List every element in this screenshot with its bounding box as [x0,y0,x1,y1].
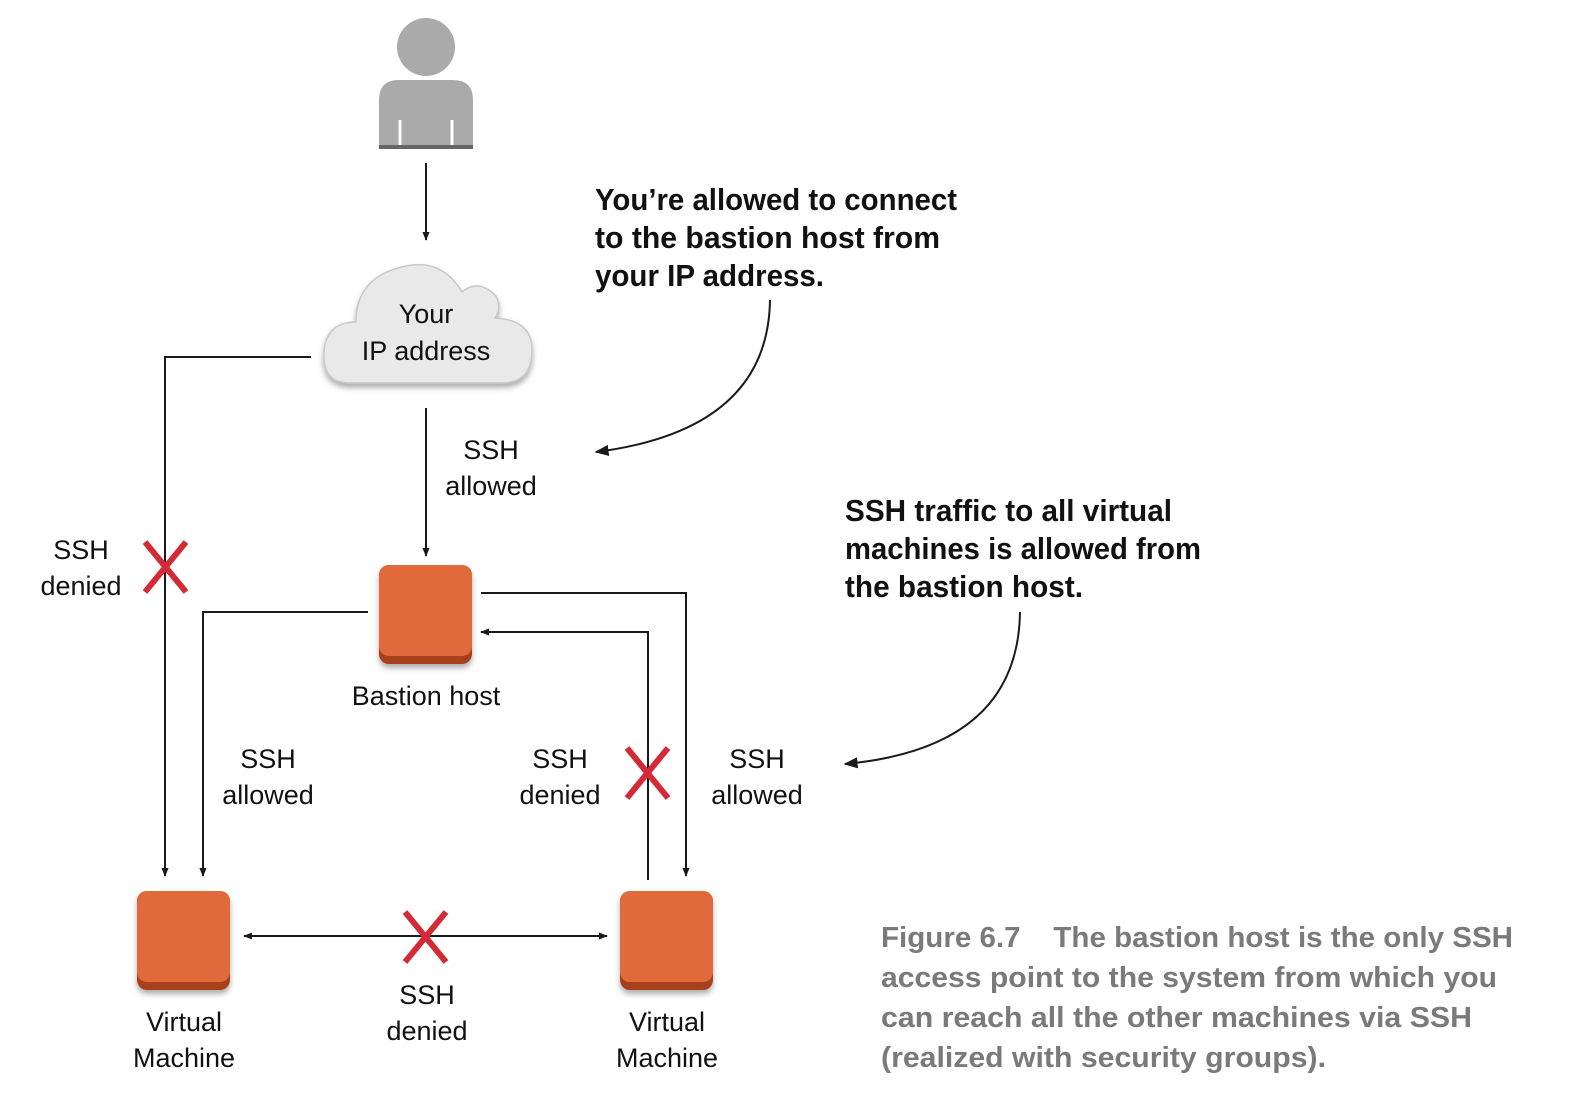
user-icon [379,18,473,149]
callout-right-line3: the bastion host. [845,569,1083,604]
vm-left-label-line1: Virtual [146,1007,222,1037]
cloud-label-line2: IP address [362,336,491,366]
callout-right-pointer [843,611,1021,769]
bastion-to-vm-left-arrow [199,611,368,877]
cloud-label-line1: Your [399,299,454,329]
figure-caption-line3: can reach all the other machines via SSH [881,1002,1472,1034]
link-label: denied [40,571,121,601]
link-label: allowed [445,471,537,501]
vm-right-to-bastion-arrow [480,628,649,880]
figure-caption-line2: access point to the system from which yo… [881,962,1497,994]
bastion-to-vm-right-arrow [481,592,690,877]
vm-left-server-icon [137,891,230,990]
figure-caption-line4: (realized with security groups). [881,1042,1326,1074]
cloud-icon [323,263,533,384]
vm-right-label-line1: Virtual [629,1007,705,1037]
figure-caption-line1: Figure 6.7 The bastion host is the only … [881,922,1513,954]
cloud-to-vm-left-arrow [161,356,311,877]
callout-top-line3: your IP address. [595,258,824,293]
deny-x-icon [624,746,671,800]
link-label: allowed [222,780,314,810]
link-label: SSH [399,980,455,1010]
deny-x-icon [402,910,449,964]
callout-top-line2: to the bastion host from [595,220,940,255]
link-label: SSH [240,744,296,774]
link-label: SSH [53,535,109,565]
vm-right-server-icon [620,891,713,990]
link-label: denied [519,780,600,810]
callout-right-line2: machines is allowed from [845,531,1201,566]
link-label: allowed [711,780,803,810]
link-label: SSH [729,744,785,774]
deny-x-icon [142,540,189,594]
server-icon [379,565,472,664]
link-label: SSH [532,744,588,774]
link-label: SSH [463,435,519,465]
callout-right-line1: SSH traffic to all virtual [845,493,1172,528]
link-label: denied [386,1016,467,1046]
bastion-host-label: Bastion host [352,681,501,711]
vm-left-label-line2: Machine [133,1043,235,1073]
vm-right-label-line2: Machine [616,1043,718,1073]
callout-top-pointer [594,299,771,456]
callout-top-line1: You’re allowed to connect [595,182,957,217]
